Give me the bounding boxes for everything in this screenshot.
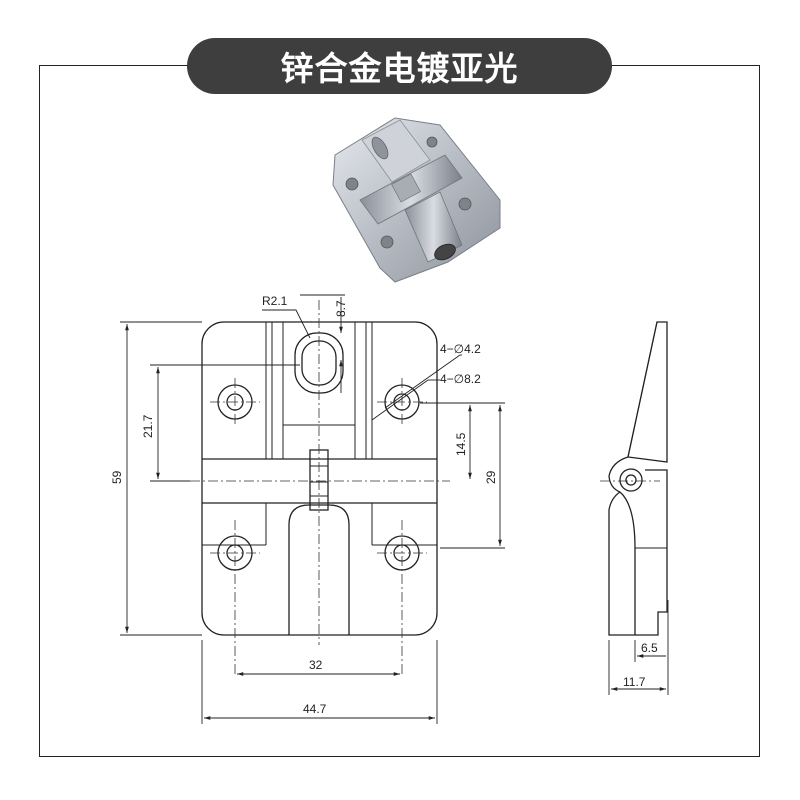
hole-spacing-v-label: 29 [484, 470, 498, 484]
product-photo [332, 117, 501, 283]
pivot-offset-label: 14.5 [454, 432, 468, 456]
height-label: 59 [110, 470, 124, 484]
hole-spacing-h-label: 32 [309, 658, 323, 672]
radius-label: R2.1 [262, 294, 288, 308]
page-title: 锌合金电镀亚光 [280, 49, 519, 88]
slot-height-label: 8.7 [334, 300, 348, 317]
side-outer-label: 11.7 [623, 675, 646, 689]
center-lines [190, 300, 660, 676]
title-banner: 锌合金电镀亚光 [187, 38, 612, 94]
side-inner-label: 6.5 [641, 641, 658, 655]
hole-offset-label: 21.7 [141, 414, 155, 438]
large-holes-label: 4−∅8.2 [440, 372, 481, 386]
width-label: 44.7 [303, 702, 327, 716]
dimension-labels: R2.1 8.7 4−∅4.2 4−∅8.2 21.7 14.5 59 29 3… [110, 294, 658, 716]
dimension-lines [120, 294, 669, 724]
side-view [608, 321, 668, 636]
small-holes-label: 4−∅4.2 [440, 342, 481, 356]
